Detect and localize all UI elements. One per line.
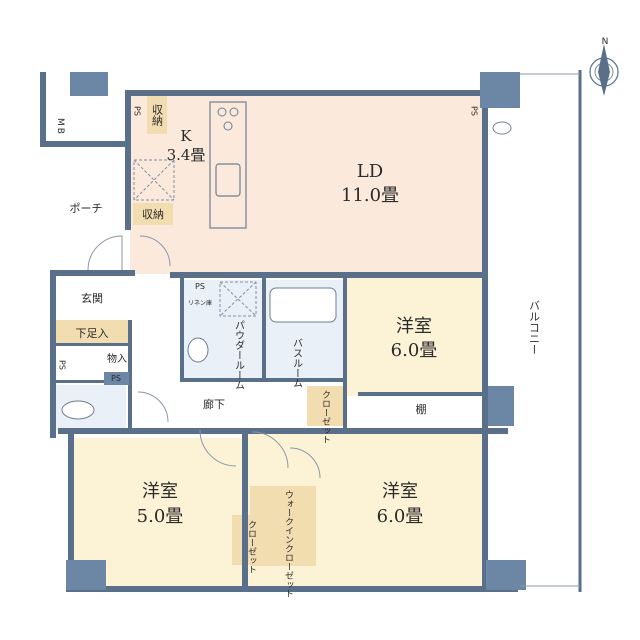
stove-burner-icon [217,107,227,117]
stove-burner-icon [223,121,233,131]
balcony-label: バルコニー [528,300,541,355]
walls [40,72,518,592]
porch-label: ポーチ [70,202,103,215]
mb-label: MB [55,118,65,136]
ps-label-2: PS [470,106,479,116]
hallway-label: 廊下 [203,397,225,411]
ld-name: LD [357,161,383,182]
western2-name: 洋室 [142,481,178,502]
storage-floor-1 [147,96,167,134]
closet-floor-1 [232,515,270,565]
powder-room-label: パウダールーム [233,320,245,390]
fridge-space [133,159,175,201]
compass-north-label: N [602,37,609,47]
stove-burner-icon [229,107,239,117]
door-swings [87,235,321,479]
western1-floor [345,278,485,396]
bathtub-icon [269,287,337,323]
wic-label: ウォークインクローゼット [283,490,294,598]
toilet-icon [61,400,95,420]
sink-icon [215,163,241,197]
closet-label-2: クローゼット [246,520,257,574]
western2-size: 5.0畳 [137,506,184,527]
linen-label: リネン庫 [188,299,212,307]
pillars [66,72,526,590]
closet-label-1: クローゼット [320,390,331,444]
ps-label-5: PS [58,360,67,370]
ld-size: 11.0畳 [341,185,399,206]
ps-label-3: PS [195,282,205,291]
shelf-label: 棚 [416,402,427,416]
kitchen-storage-label: 収納 [142,208,164,221]
western1-size: 6.0畳 [391,340,438,361]
kitchen-name: K [180,127,192,145]
western3-name: 洋室 [382,481,418,502]
compass-icon [589,44,619,96]
storage-small-label: 物入 [107,352,127,365]
ps-label-4: PS [111,374,121,383]
western1-name: 洋室 [396,316,432,337]
kitchen-counter [209,101,247,229]
shoe-storage-floor [56,320,131,344]
washer-space [219,281,257,317]
shoe-storage-label: 下足入 [76,327,109,340]
storage-floor-2 [133,203,173,225]
closet-floor-2 [307,386,343,426]
bath-room-label: バスルーム [291,338,303,388]
western3-size: 6.0畳 [377,506,424,527]
storage-label-vertical: 収納 [151,104,164,127]
kitchen-size: 3.4畳 [167,146,206,164]
balcony-sink-icon [492,121,512,135]
entrance-label: 玄関 [81,291,103,305]
powder-floor [182,280,262,378]
ps-label-1: PS [133,106,142,116]
washbasin-icon [187,337,209,363]
